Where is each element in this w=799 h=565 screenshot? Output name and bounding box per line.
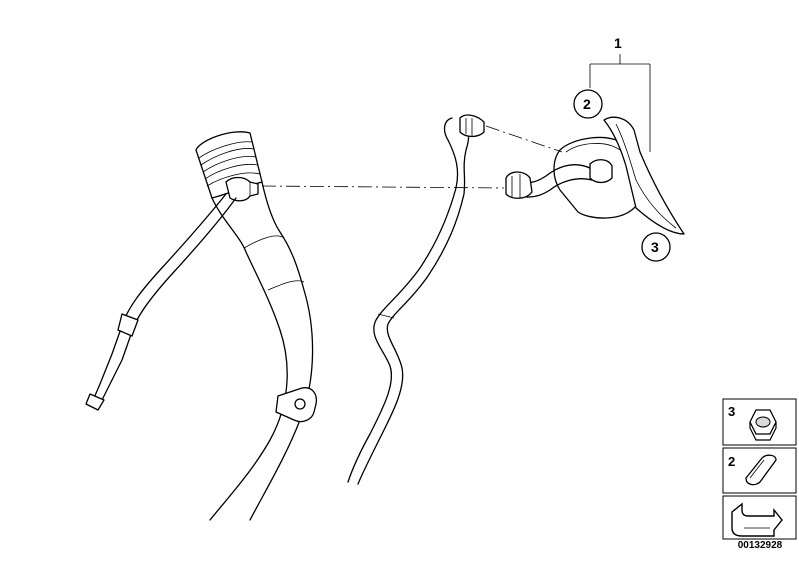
diagram-code: 00132928 [737,540,783,551]
filler-neck[interactable] [195,131,318,521]
legend-item-pad[interactable]: 2 [728,454,777,486]
callout-3-label: 3 [651,239,659,255]
callout-1[interactable]: 1 [589,35,651,152]
vent-hose-left[interactable] [85,193,237,411]
legend-panel: 3 2 [722,398,797,540]
hex-nut-icon [749,409,777,441]
callout-3[interactable]: 3 [641,232,671,262]
callout-2[interactable]: 2 [573,89,603,119]
connection-lines [261,125,563,189]
carbon-canister[interactable] [505,116,685,235]
callout-1-label: 1 [614,35,622,51]
rubber-pad-icon [745,454,777,486]
legend-item-pad-label: 2 [728,454,735,469]
arrow-icon[interactable] [731,502,783,537]
callout-2-label: 2 [583,96,591,112]
vent-pipe-middle[interactable] [347,114,485,485]
legend-item-nut[interactable]: 3 [728,404,777,441]
legend-item-nut-label: 3 [728,404,735,419]
